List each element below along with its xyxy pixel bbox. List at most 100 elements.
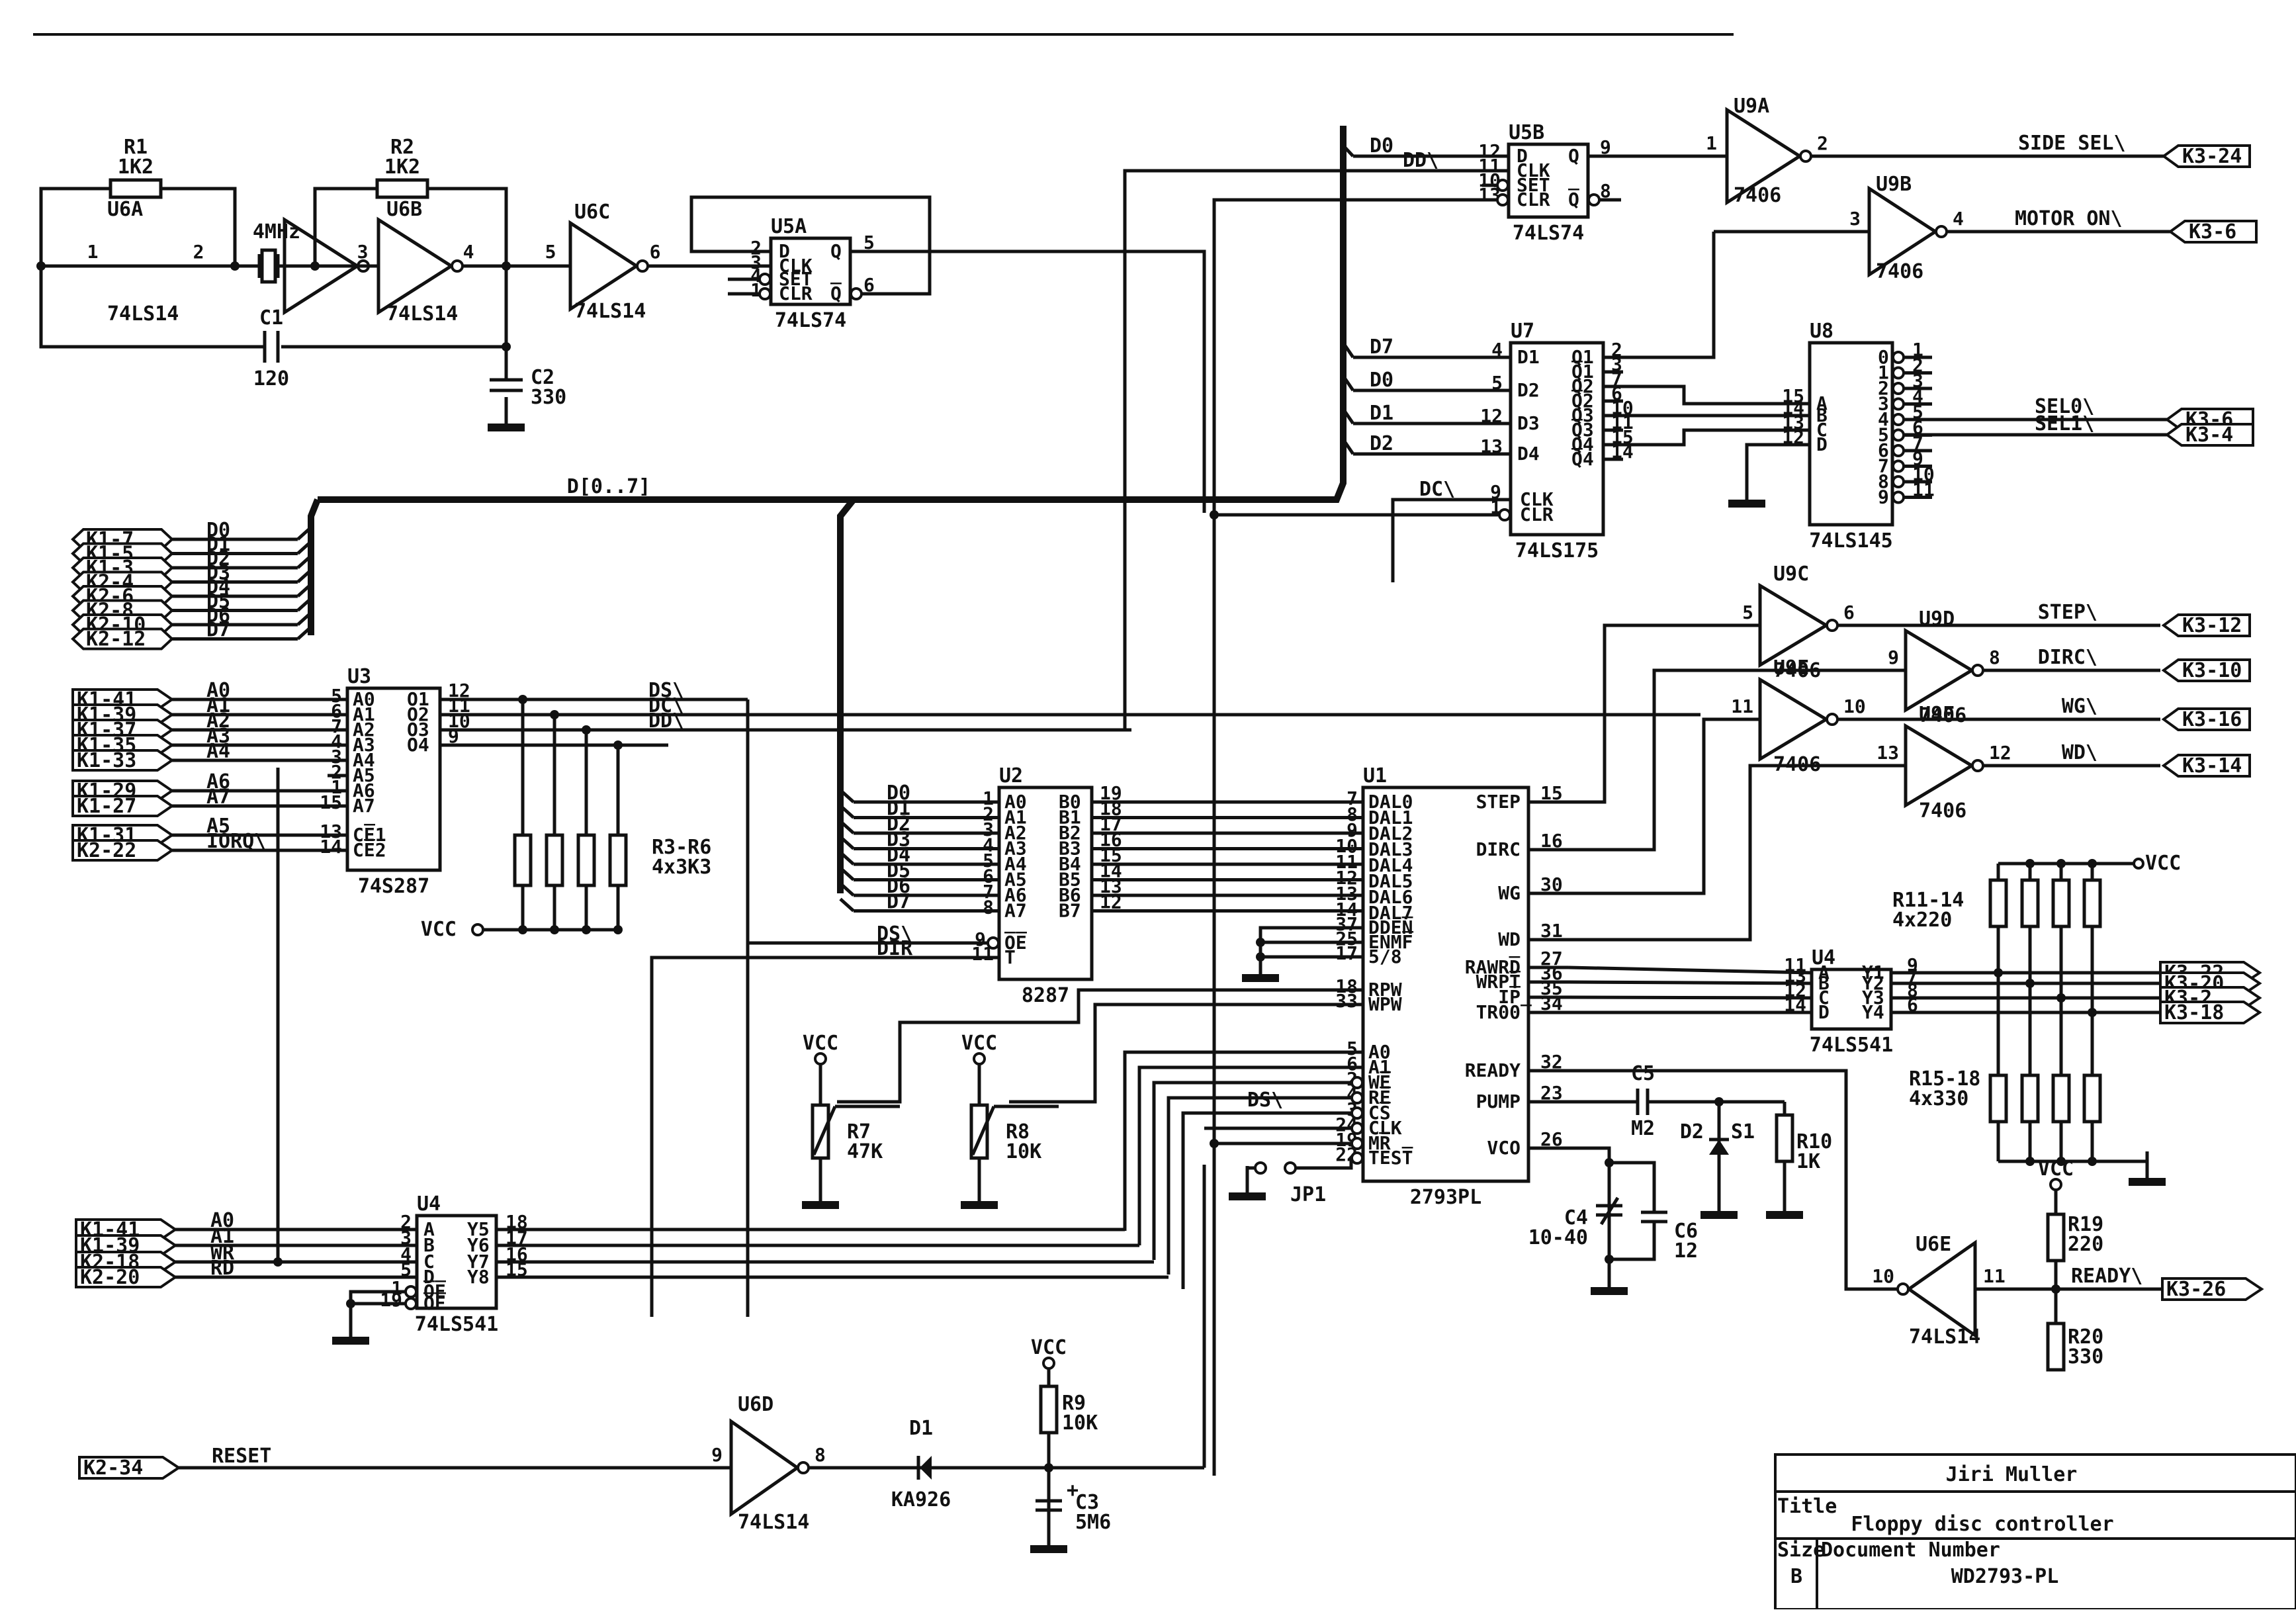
wire	[1568, 668, 1906, 852]
ic-body	[1509, 341, 1605, 537]
inversion-bubble	[1892, 382, 1905, 395]
vcc-terminal-icon	[471, 923, 484, 936]
diode-icon	[920, 1456, 932, 1480]
pin-number: 7	[1347, 787, 1358, 809]
pin-number: 7	[1611, 368, 1622, 390]
signal-label: SIDE SEL\	[2018, 132, 2126, 155]
wire	[837, 988, 1363, 1104]
vcc-terminal-icon	[2049, 1178, 2062, 1191]
wire	[839, 897, 855, 913]
pin-number: 7	[1912, 432, 1923, 454]
pin-number: 10	[1335, 835, 1358, 857]
wire	[1599, 1196, 1620, 1226]
pin-number: 1	[391, 1277, 402, 1299]
junction-dot	[2088, 1008, 2097, 1017]
diode-icon	[1709, 1140, 1729, 1155]
ic-ref: U1	[1363, 764, 1387, 787]
inverter-icon	[1725, 107, 1803, 206]
pin-name: Y1	[1862, 962, 1884, 983]
pin-number: 5	[863, 232, 875, 253]
net-label: D1	[1370, 402, 1393, 425]
title-label: Title	[1777, 1495, 1837, 1518]
connector-icon	[2161, 707, 2251, 731]
pin-name: WD	[1498, 928, 1521, 950]
diode-ref: D2	[1680, 1120, 1704, 1143]
pin-number: 3	[400, 1227, 412, 1249]
pin-name: O4	[407, 734, 429, 756]
net-label: D3	[887, 828, 910, 852]
gate-ref: U9D	[1919, 607, 1955, 631]
ic-part-number: 74LS175	[1515, 539, 1599, 562]
net-label: D3	[206, 562, 230, 585]
net-label: A7	[206, 785, 230, 809]
pin-name: A6	[353, 780, 375, 801]
pin-number: 12	[1989, 742, 2011, 764]
connector-icon	[2161, 658, 2251, 682]
pin-name: O1	[407, 688, 429, 710]
pin-name: Y8	[467, 1266, 490, 1288]
inversion-bubble	[1350, 1122, 1364, 1135]
signal-label: WD\	[2062, 741, 2097, 764]
resistor-icon	[2020, 878, 2040, 928]
wire	[1568, 717, 1760, 895]
connector-label: K3-16	[2182, 708, 2242, 731]
pin-name: Q̅	[830, 282, 842, 304]
pin-number: 8	[1989, 647, 2000, 668]
net-label: D7	[887, 891, 910, 914]
pin-number: 1	[87, 241, 99, 263]
pin-number: 8	[815, 1444, 826, 1466]
ground-icon	[802, 1201, 839, 1209]
pin-number: 3	[1849, 208, 1861, 230]
pin-name: WE̅	[1368, 1071, 1391, 1093]
pin-number: 9	[1347, 819, 1358, 841]
pin-number: 2	[983, 803, 994, 825]
wire	[296, 540, 312, 555]
pin-number: 6	[650, 241, 661, 263]
junction-dot	[2025, 979, 2035, 988]
wire	[1296, 1158, 1353, 1170]
pin-name: B7	[1059, 900, 1081, 922]
net-label: D0	[1370, 369, 1393, 392]
wire	[1745, 443, 1810, 498]
pin-number: 5	[545, 241, 556, 263]
net-label: DS\	[1247, 1089, 1283, 1112]
resistor-value: 220	[2068, 1233, 2103, 1256]
pin-name: ENMF̅	[1368, 930, 1413, 953]
capacitor-value: 5M6	[1075, 1511, 1111, 1534]
vcc-label: VCC	[2038, 1157, 2074, 1181]
connector-label: K1-27	[77, 795, 136, 818]
wire	[839, 866, 855, 881]
pin-name: CLK	[1368, 1117, 1402, 1139]
inverter-icon	[1904, 627, 1975, 713]
ic-body	[1808, 341, 1894, 527]
inverter-icon	[1758, 676, 1830, 762]
junction-dot	[346, 1299, 355, 1308]
resistor-icon	[2051, 878, 2071, 928]
resistor-value: 330	[2068, 1345, 2103, 1368]
ic-ref: U2	[999, 764, 1023, 787]
pin-number: 8	[1347, 803, 1358, 825]
pin-name: 2	[1878, 377, 1889, 399]
resistor-ref: R10	[1796, 1130, 1832, 1153]
net-label: D0	[206, 519, 230, 542]
pin-name: D3	[1517, 412, 1540, 434]
net-label: D7	[1370, 336, 1393, 359]
ground-icon	[1591, 1287, 1628, 1295]
pin-number: 9	[1490, 481, 1501, 503]
pin-name: A0	[353, 688, 375, 710]
pin-name: Q̅1	[1571, 360, 1594, 382]
pin-name: RPW	[1368, 979, 1402, 1001]
inversion-bubble	[1826, 713, 1839, 726]
pin-name: C	[1816, 419, 1828, 441]
pin-name: A7	[1004, 900, 1027, 922]
connector-icon	[2161, 1277, 2264, 1301]
vcc-terminal-icon	[2133, 858, 2144, 870]
gate-part: 74LS14	[1909, 1325, 1980, 1349]
pin-number: 3	[750, 251, 762, 273]
pin-name: D	[1517, 145, 1528, 167]
pin-number: 4	[463, 241, 474, 263]
pin-name: D	[1818, 1001, 1830, 1023]
